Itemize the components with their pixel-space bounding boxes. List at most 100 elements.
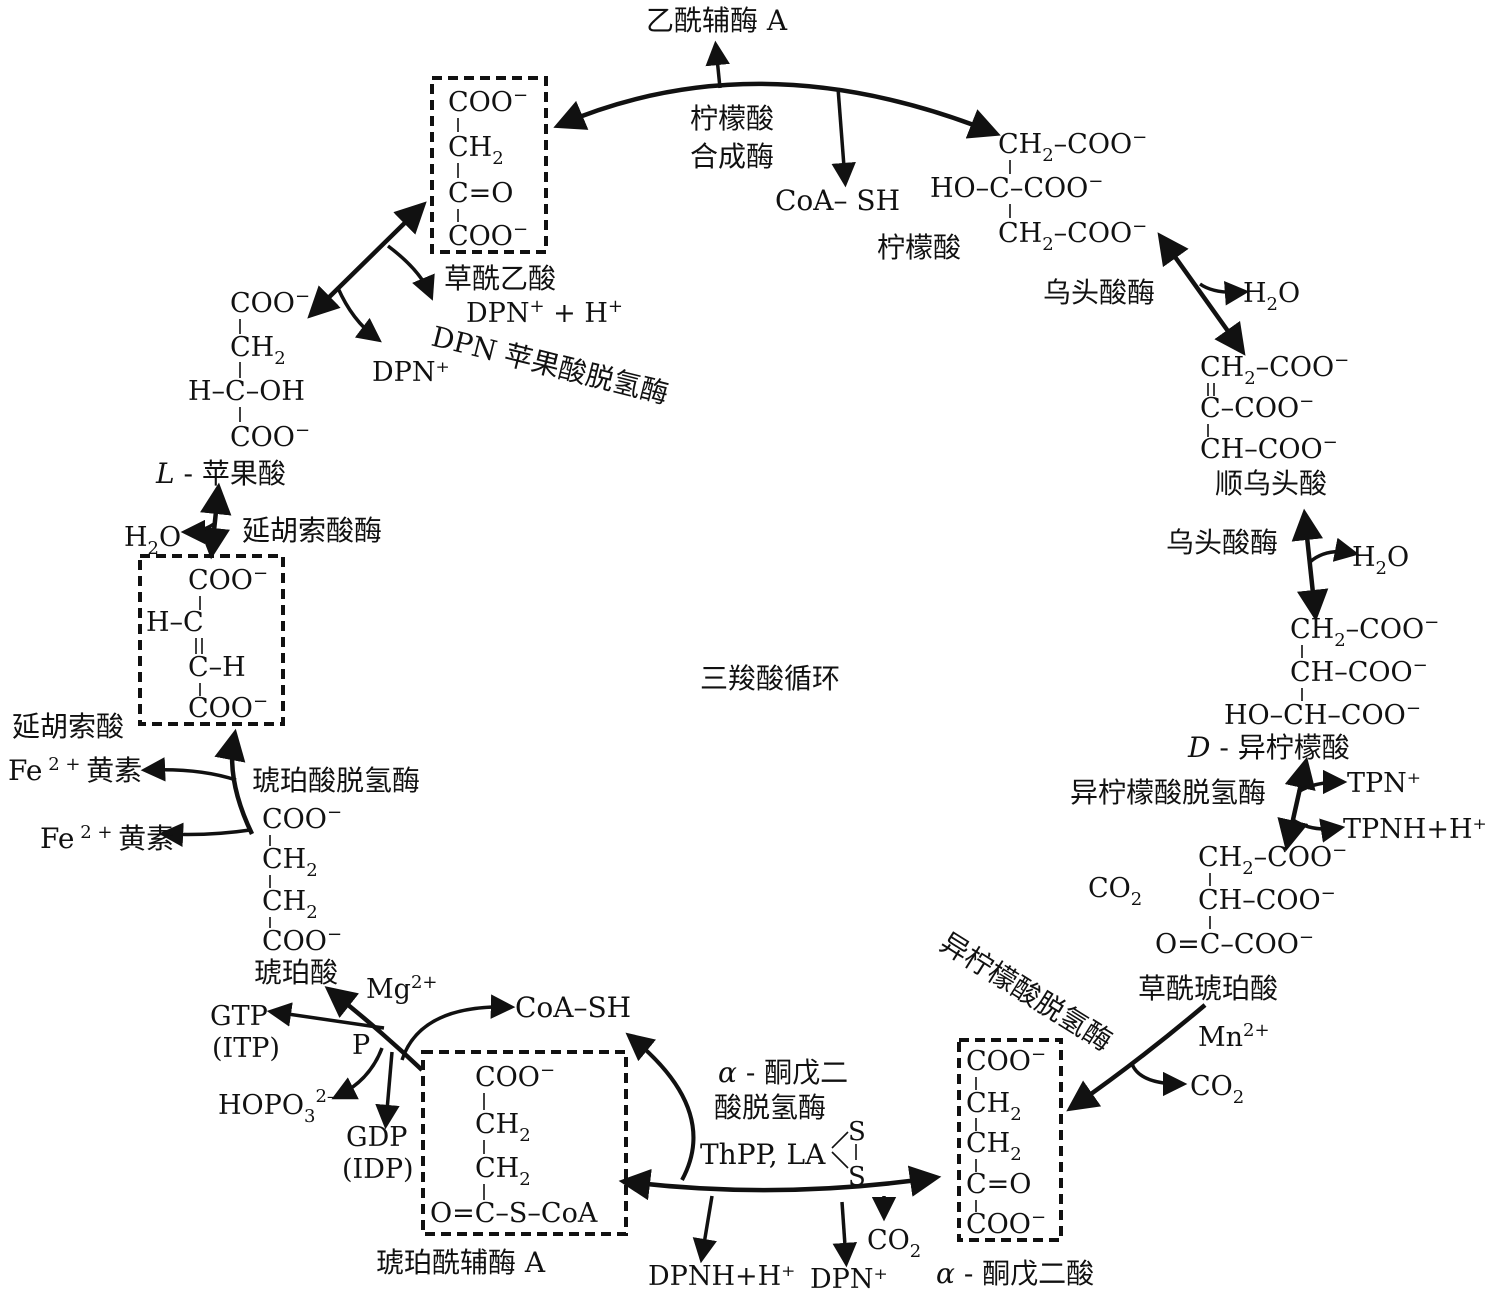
svg-text:CH2–COO−: CH2–COO− (1290, 612, 1439, 651)
svg-text:H–C: H–C (146, 607, 204, 638)
svg-text:CH2–COO−: CH2–COO− (998, 127, 1147, 166)
svg-text:COO−: COO− (448, 219, 528, 252)
malate-structure: COO− CH2 H–C–OH COO− (188, 286, 310, 453)
arrow-coa-sh-out (831, 87, 856, 188)
citrate-synthase-label-1: 柠檬酸 (690, 102, 774, 135)
svg-text:COO−: COO− (188, 563, 268, 596)
succinyl-coa-box (421, 1050, 628, 1236)
akg-dh-label-1: α - 酮戊二 (718, 1056, 848, 1089)
svg-text:HO–CH–COO−: HO–CH–COO− (1224, 698, 1421, 731)
svg-text:C=O: C=O (966, 1169, 1031, 1200)
malate-name: L - 苹果酸 (155, 457, 286, 490)
svg-text:COO−: COO− (475, 1060, 555, 1093)
arrow-gtp-out (266, 1002, 385, 1030)
isocitrate-name: D - 异柠檬酸 (1187, 731, 1350, 764)
arrow-succinyl-coa-to-succinate (324, 986, 424, 1072)
fumarate-name: 延胡索酸 (12, 710, 124, 743)
acetyl-coa-label: 乙酰辅酶 A (646, 4, 788, 37)
arrow-tpnh-out (1292, 818, 1346, 843)
svg-text:CH–COO−: CH–COO− (1198, 883, 1336, 916)
dpn-bottom-label: DPN⁺ (810, 1264, 888, 1295)
oxalosuccinate-name: 草酰琥珀酸 (1138, 972, 1278, 1005)
mn-label: Mn2+ (1198, 1020, 1270, 1053)
disulfide-bond-1 (831, 1131, 849, 1149)
svg-text:CH2: CH2 (966, 1128, 1022, 1165)
malate-dh-label: DPN 苹果酸脱氢酶 (428, 320, 671, 411)
succinate-structure: COO− CH2 CH2 COO− (262, 802, 342, 957)
svg-text:COO−: COO− (262, 924, 342, 957)
arrow-akg-to-succinyl-coa (618, 1165, 942, 1201)
oxaloacetate-structure: COO− CH2 C=O COO− (448, 85, 528, 252)
fe-flavin-1-label: Fe 2 + 黄素 (8, 754, 142, 787)
svg-text:CH2: CH2 (448, 132, 504, 169)
akg-box (957, 1038, 1063, 1242)
svg-text:C–H: C–H (188, 652, 246, 683)
citrate-structure: CH2–COO− HO–C–COO− CH2–COO− (930, 127, 1147, 255)
svg-text:CH2–COO−: CH2–COO− (1200, 350, 1349, 389)
svg-text:COO−: COO− (966, 1044, 1046, 1077)
svg-text:CH2: CH2 (230, 332, 286, 369)
fumarate-structure: COO− H–C C–H COO− (146, 563, 268, 724)
svg-text:CH2: CH2 (966, 1088, 1022, 1125)
h2o-3-label: H2O (124, 522, 181, 559)
svg-text:COO−: COO− (230, 286, 310, 319)
svg-text:CH–COO−: CH–COO− (1290, 655, 1428, 688)
arrow-dpnh-out (692, 1195, 717, 1264)
cis-aconitate-name: 顺乌头酸 (1215, 467, 1327, 500)
fumarase-label: 延胡索酸酶 (242, 514, 382, 547)
svg-text:CH2–COO−: CH2–COO− (1198, 840, 1347, 879)
arrow-oxaloacetate-to-citrate (553, 81, 1001, 139)
co2-right-label: CO2 (1190, 1071, 1244, 1108)
h2o-2-label: H2O (1352, 542, 1409, 579)
itp-label: (ITP) (212, 1033, 280, 1064)
center-title: 三羧酸循环 (700, 662, 840, 695)
mg-label: Mg2+ (366, 972, 437, 1005)
isocitrate-structure: CH2–COO− CH–COO− HO–CH–COO− (1224, 612, 1439, 731)
tpn-label: TPN⁺ (1347, 768, 1421, 799)
arrow-tpn-in (1297, 769, 1348, 795)
arrow-dpn-out-top (336, 287, 382, 343)
gtp-label: GTP (210, 1001, 268, 1032)
cis-aconitate-structure: CH2–COO− C–COO− CH–COO− (1200, 350, 1349, 465)
arrow-dpnh-in-top (386, 244, 435, 301)
arrow-cis-aconitate-to-isocitrate (1291, 508, 1329, 622)
arrow-fumarate-malate (198, 482, 232, 560)
arrow-co2-out-right (1130, 1063, 1188, 1097)
coa-sh-top-label: CoA– SH (775, 184, 900, 217)
citrate-synthase-label-2: 合成酶 (690, 140, 774, 173)
svg-text:C=O: C=O (448, 178, 513, 209)
gdp-label: GDP (346, 1122, 407, 1153)
arrow-malate-to-oxaloacetate (307, 201, 427, 319)
arrow-acetyl-coa-out (705, 40, 730, 89)
svg-text:C–COO−: C–COO− (1200, 391, 1314, 424)
succinate-dh-label: 琥珀酸脱氢酶 (252, 764, 420, 797)
succinyl-coa-name: 琥珀酰辅酶 A (376, 1246, 546, 1279)
citrate-name: 柠檬酸 (877, 231, 961, 264)
hopo3-label: HOPO32– (218, 1086, 336, 1127)
svg-text:O=C–COO−: O=C–COO− (1155, 927, 1314, 960)
coa-sh-bottom-label: CoA–SH (515, 991, 631, 1024)
s-atom-1: S (848, 1117, 866, 1147)
succinate-name: 琥珀酸 (254, 956, 338, 989)
h2o-1-label: H2O (1243, 278, 1300, 315)
isocitrate-dh-1-label: 异柠檬酸脱氢酶 (1070, 776, 1266, 809)
arrow-coa-sh-release (400, 994, 516, 1061)
arrow-fe-flavin-1 (140, 757, 237, 782)
svg-text:COO−: COO− (230, 420, 310, 453)
p-label: P (352, 1030, 370, 1061)
svg-text:CH2–COO−: CH2–COO− (998, 216, 1147, 255)
arrow-h2o-1 (1198, 280, 1250, 306)
aconitase-2-label: 乌头酸酶 (1166, 526, 1278, 559)
svg-text:COO−: COO− (448, 85, 528, 118)
arrow-h2o-2 (1308, 537, 1360, 564)
thpp-la-label: ThPP, LA (700, 1138, 826, 1171)
aconitase-1-label: 乌头酸酶 (1043, 276, 1155, 309)
arrow-succinate-to-fumarate (214, 728, 255, 835)
oxalosuccinate-structure: CH2–COO− CH–COO− O=C–COO− (1155, 840, 1347, 960)
dpnh-label: DPNH+H⁺ (648, 1261, 795, 1292)
arrow-citrate-to-cis-aconitate (1157, 232, 1246, 356)
arrow-h2o-3 (180, 519, 215, 545)
arrow-hopo3-in (331, 1047, 384, 1100)
fe-flavin-2-label: Fe 2 + 黄素 (40, 822, 174, 855)
